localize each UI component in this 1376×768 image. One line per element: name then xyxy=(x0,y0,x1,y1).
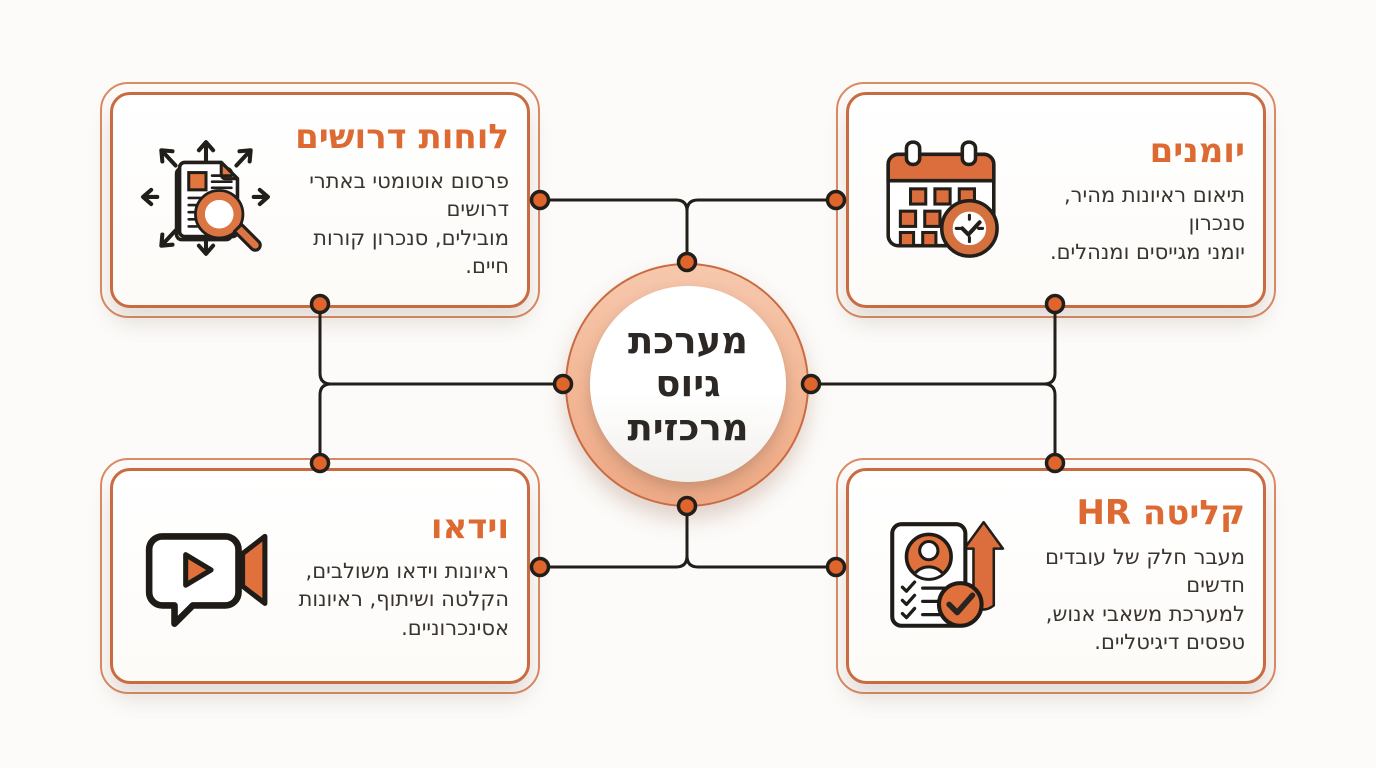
employee-onboarding-icon xyxy=(890,520,1005,628)
connector-right-lower xyxy=(1042,382,1057,465)
hub-circle: מערכת גיוס מרכזית xyxy=(565,263,809,507)
card-frame-hr-onboarding: קליטה HR מעבר חלק של עובדים חדשים למערכת… xyxy=(836,458,1276,694)
connector-top-right xyxy=(685,198,838,213)
job-boards-icon xyxy=(131,134,281,266)
hr-onboarding-icon xyxy=(867,510,1017,642)
card-description-video: ראיונות וידאו משולבים, הקלטה ושיתוף, ראי… xyxy=(298,558,509,640)
card-frame-video: וידאו ראיונות וידאו משולבים, הקלטה ושיתו… xyxy=(100,458,540,694)
video-icon xyxy=(131,510,281,642)
card-hr-onboarding: קליטה HR מעבר חלק של עובדים חדשים למערכת… xyxy=(846,468,1266,684)
card-title-video: וידאו xyxy=(430,507,509,548)
document-search-share-icon xyxy=(141,140,270,256)
card-title-calendars: יומנים xyxy=(1149,131,1245,172)
card-title-job-boards: לוחות דרושים xyxy=(295,117,509,158)
card-description-job-boards: פרסום אוטומטי באתרי דרושים מובילים, סנכר… xyxy=(309,168,509,279)
connector-bottom-left xyxy=(538,504,689,569)
card-calendars: יומנים תיאום ראיונות מהיר, סנכרון יומני … xyxy=(846,92,1266,308)
hub-label: מערכת גיוס מרכזית xyxy=(627,318,749,449)
connector-bottom-right xyxy=(685,554,838,569)
card-frame-calendars: יומנים תיאום ראיונות מהיר, סנכרון יומני … xyxy=(836,82,1276,318)
hub-inner-circle: מערכת גיוס מרכזית xyxy=(590,286,786,482)
calendar-clock-icon xyxy=(886,140,999,258)
card-frame-job-boards: לוחות דרושים פרסום אוטומטי באתרי דרושים … xyxy=(100,82,540,318)
calendars-icon xyxy=(867,134,1017,266)
card-video: וידאו ראיונות וידאו משולבים, הקלטה ושיתו… xyxy=(110,468,530,684)
video-chat-icon xyxy=(145,533,268,628)
connector-top-left xyxy=(538,198,689,264)
card-job-boards: לוחות דרושים פרסום אוטומטי באתרי דרושים … xyxy=(110,92,530,308)
card-title-hr-onboarding: קליטה HR xyxy=(1076,493,1245,534)
card-description-calendars: תיאום ראיונות מהיר, סנכרון יומני מגייסים… xyxy=(1049,182,1245,264)
connector-left-lower xyxy=(318,382,333,465)
card-description-hr-onboarding: מעבר חלק של עובדים חדשים למערכת משאבי אנ… xyxy=(1045,544,1245,655)
